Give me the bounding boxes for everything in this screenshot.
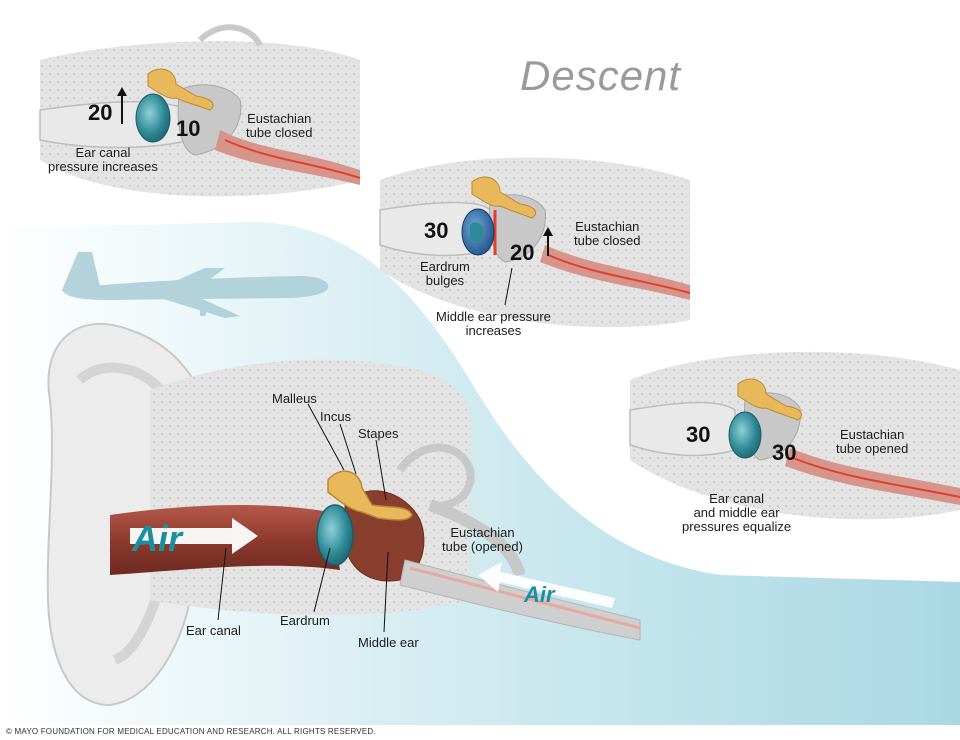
panel2-middle-ear-label: Middle ear pressure increases <box>436 309 551 338</box>
air-tube-text: Air <box>524 582 555 607</box>
main-ear-illustration <box>46 322 641 707</box>
air-in-text: Air <box>132 518 183 559</box>
panel2-eardrum-label: Eardrum bulges <box>420 259 470 288</box>
panel3-ear-canal-pressure: 30 <box>686 422 711 447</box>
malleus-label: Malleus <box>272 391 317 406</box>
panel3-equalize-label: Ear canal and middle ear pressures equal… <box>682 491 792 534</box>
ossicles-1 <box>147 68 214 111</box>
panel-1-cross-section <box>39 24 361 197</box>
panel2-ear-canal-pressure: 30 <box>424 218 449 243</box>
panel2-eustachian-label: Eustachian tube closed <box>574 219 641 248</box>
ossicles-main <box>327 470 413 521</box>
panel1-eustachian-label: Eustachian tube closed <box>246 111 313 140</box>
panel3-eustachian-label: Eustachian tube opened <box>836 427 909 456</box>
air-in-arrow <box>130 518 258 554</box>
eustachian-opened-label: Eustachian tube (opened) <box>442 525 523 554</box>
airplane-icon <box>62 252 329 318</box>
panel1-middle-ear-pressure: 10 <box>176 116 201 141</box>
eardrum-label: Eardrum <box>280 613 330 628</box>
ossicles-3 <box>737 378 802 421</box>
panel-3-cross-section <box>629 351 960 520</box>
eardrum-shape <box>316 504 354 566</box>
stapes-label: Stapes <box>358 426 399 441</box>
panel2-middle-ear-pressure: 20 <box>510 240 535 265</box>
panel-2-cross-section <box>379 157 691 328</box>
incus-label: Incus <box>320 409 352 424</box>
copyright-notice: © MAYO FOUNDATION FOR MEDICAL EDUCATION … <box>6 727 376 736</box>
middle-ear-label: Middle ear <box>358 635 419 650</box>
ear-canal-label: Ear canal <box>186 623 241 638</box>
ossicles-2 <box>471 176 536 219</box>
air-tube-arrow <box>478 562 615 608</box>
panel1-canal-label: Ear canal pressure increases <box>48 145 158 174</box>
panel1-ear-canal-pressure: 20 <box>88 100 113 125</box>
page-title: Descent <box>520 52 682 99</box>
panel3-middle-ear-pressure: 30 <box>772 440 797 465</box>
